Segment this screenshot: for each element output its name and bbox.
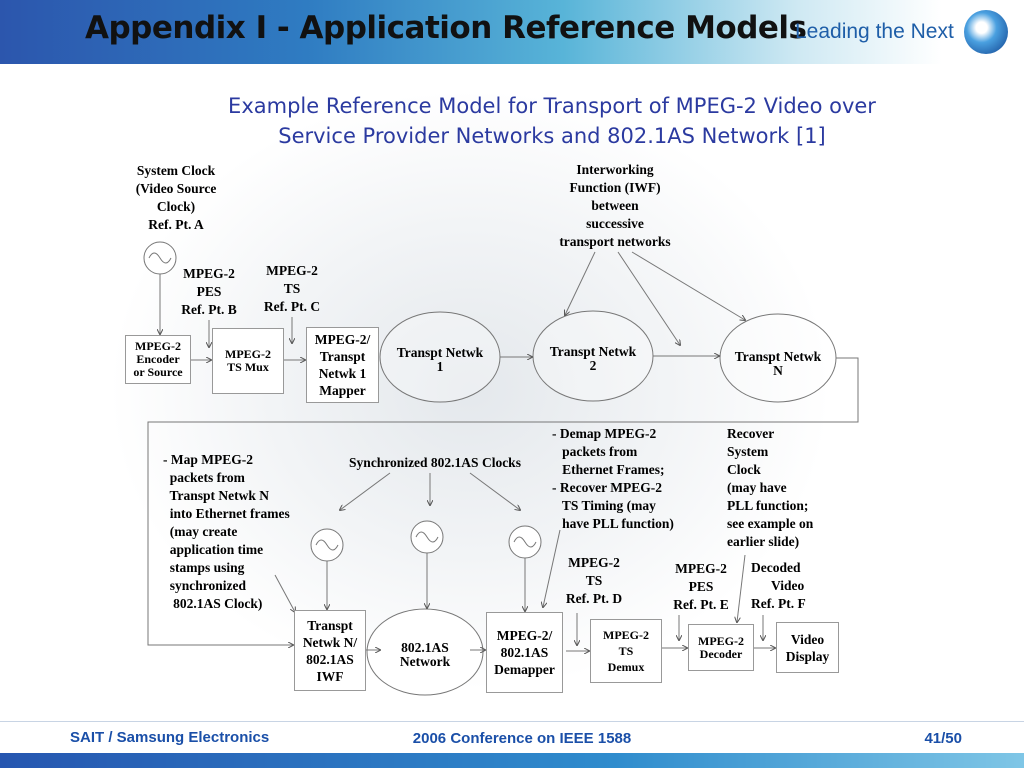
video-display-block: Video Display	[776, 622, 839, 673]
ts-mux-block: MPEG-2 TS Mux	[212, 328, 284, 394]
sync-clocks-label: Synchronized 802.1AS Clocks	[349, 455, 521, 470]
logo-text: Leading the Next	[795, 20, 954, 43]
demux-block: MPEG-2 TS Demux	[590, 619, 662, 683]
footer-conference: 2006 Conference on IEEE 1588	[412, 730, 632, 747]
demapper-block: MPEG-2/ 802.1AS Demapper	[486, 612, 563, 693]
demap-note: - Demap MPEG-2 packets from Ethernet Fra…	[552, 426, 674, 531]
slide-title: Appendix I - Application Reference Model…	[85, 10, 807, 46]
ref-pt-f-label: Decoded Video Ref. Pt. F	[751, 560, 806, 611]
iwf-block: Transpt Netwk N/ 802.1AS IWF	[294, 610, 366, 691]
ref-pt-e-label: MPEG-2 PES Ref. Pt. E	[673, 561, 729, 612]
netwk1-label: Transpt Netwk 1	[396, 345, 484, 374]
system-clock-label: System Clock (Video Source Clock) Ref. P…	[135, 163, 217, 232]
clock-icon-3	[508, 525, 542, 559]
netwk2-label: Transpt Netwk 2	[549, 344, 637, 373]
footer-bar	[0, 753, 1024, 768]
map-note: - Map MPEG-2 packets from Transpt Netwk …	[163, 452, 290, 611]
clock-icon-1	[310, 528, 344, 562]
decoder-block: MPEG-2 Decoder	[688, 624, 754, 671]
recover-clock-note: Recover System Clock (may have PLL funct…	[727, 426, 814, 549]
net-8021as-label: 802.1AS Network	[399, 640, 451, 669]
footer-organization: SAIT / Samsung Electronics	[70, 729, 270, 746]
clock-icon-2	[410, 520, 444, 554]
logo-icon	[964, 10, 1008, 54]
netwkN-label: Transpt Netwk N	[734, 349, 822, 378]
subtitle-line-2: Service Provider Networks and 802.1AS Ne…	[278, 124, 826, 148]
clock-icon-a	[143, 241, 177, 275]
encoder-block: MPEG-2 Encoder or Source	[125, 335, 191, 384]
ref-pt-c-label: MPEG-2 TS Ref. Pt. C	[263, 263, 321, 314]
mapper-block: MPEG-2/ Transpt Netwk 1 Mapper	[306, 327, 379, 403]
subtitle-line-1: Example Reference Model for Transport of…	[228, 94, 876, 118]
iwf-label: Interworking Function (IWF) between succ…	[559, 162, 671, 249]
ref-pt-d-label: MPEG-2 TS Ref. Pt. D	[565, 555, 623, 606]
footer-divider	[0, 721, 1024, 722]
ref-pt-b-label: MPEG-2 PES Ref. Pt. B	[181, 266, 237, 317]
header-bar: Appendix I - Application Reference Model…	[0, 0, 1024, 64]
page-number: 41/50	[924, 730, 962, 747]
